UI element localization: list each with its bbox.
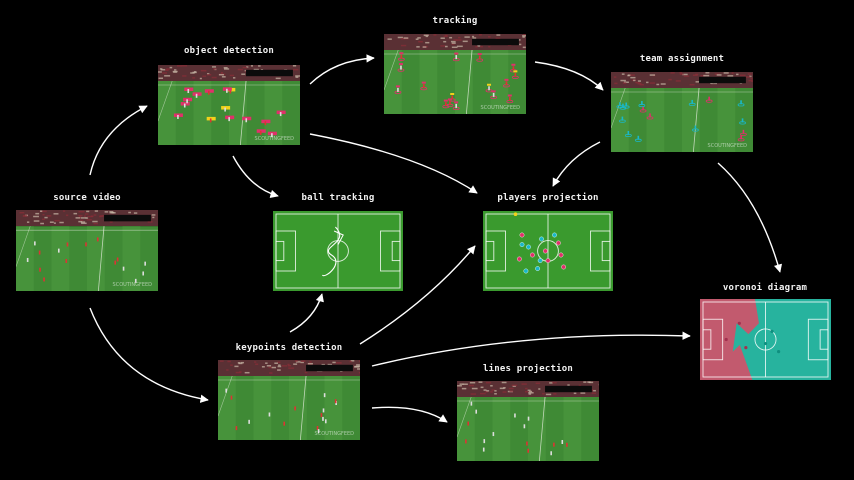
arrow-object-detection-to-tracking — [309, 54, 375, 85]
arrow-team-assignment-to-players-projection — [552, 141, 601, 187]
object-detection-thumbnail: SCOUTINGFEED — [158, 65, 300, 145]
label-team-assignment: team assignment — [639, 54, 725, 64]
tracking-watermark: SCOUTINGFEED — [480, 105, 520, 111]
source-video-watermark: SCOUTINGFEED — [112, 282, 152, 288]
broadcast-frame-image — [384, 34, 526, 114]
arrow-object-detection-to-ball-tracking — [232, 155, 279, 198]
label-voronoi-diagram: voronoi diagram — [722, 283, 808, 293]
label-players-projection: players projection — [497, 193, 599, 203]
arrow-keypoints-to-ball-tracking — [289, 293, 324, 333]
voronoi-diagram-pitch — [700, 299, 831, 380]
pitch-diagram-image — [273, 211, 403, 291]
pitch-diagram-image — [483, 211, 613, 291]
source-video-thumbnail: SCOUTINGFEED — [16, 210, 158, 291]
lines-projection-thumbnail — [457, 381, 599, 461]
broadcast-frame-image — [611, 72, 753, 152]
object-detection-watermark: SCOUTINGFEED — [254, 136, 294, 142]
team-assignment-watermark: SCOUTINGFEED — [707, 143, 747, 149]
broadcast-frame-image — [457, 381, 599, 461]
ball-tracking-pitch — [273, 211, 403, 291]
label-tracking: tracking — [432, 16, 478, 26]
keypoints-detection-watermark: SCOUTINGFEED — [314, 431, 354, 437]
players-projection-pitch — [483, 211, 613, 291]
arrow-object-detection-to-players-projection — [309, 133, 478, 194]
team-assignment-thumbnail: SCOUTINGFEED — [611, 72, 753, 152]
arrow-source-to-object-detection — [89, 105, 148, 176]
arrow-team-assignment-to-voronoi — [717, 162, 783, 273]
label-object-detection: object detection — [184, 46, 274, 56]
label-lines-projection: lines projection — [483, 364, 573, 374]
broadcast-frame-image — [218, 360, 360, 440]
pitch-diagram-image — [700, 299, 831, 380]
arrow-keypoints-to-players-projection — [359, 245, 476, 345]
label-ball-tracking: ball tracking — [301, 193, 375, 203]
arrow-source-to-keypoints — [89, 307, 209, 403]
broadcast-frame-image — [158, 65, 300, 145]
arrow-keypoints-to-voronoi — [371, 331, 691, 367]
tracking-thumbnail: SCOUTINGFEED — [384, 34, 526, 114]
keypoints-detection-thumbnail: SCOUTINGFEED — [218, 360, 360, 440]
broadcast-frame-image — [16, 210, 158, 291]
arrow-tracking-to-team-assignment — [534, 61, 604, 91]
label-source-video: source video — [53, 193, 121, 203]
label-keypoints-detection: keypoints detection — [235, 343, 343, 353]
arrow-keypoints-to-lines-projection — [371, 406, 448, 423]
